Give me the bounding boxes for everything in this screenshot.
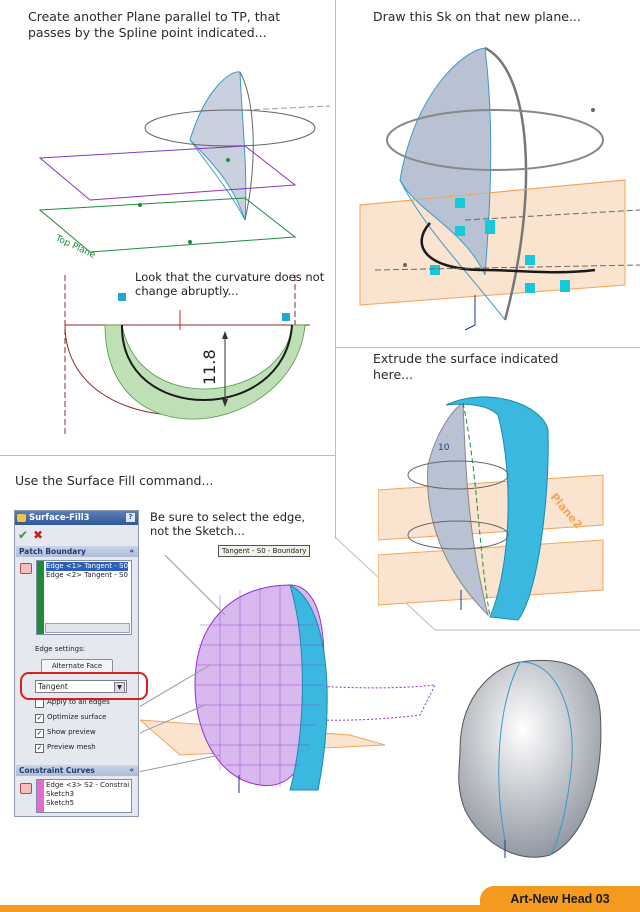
curvature-note: Look that the curvature does not change …	[135, 270, 325, 298]
list-scrollbar[interactable]	[45, 623, 130, 633]
step-plane-text: Create another Plane parallel to TP, tha…	[28, 9, 281, 40]
ok-check-icon[interactable]: ✔	[18, 528, 29, 542]
boundary-tag: Tangent - S0 - Boundary	[218, 545, 311, 557]
patch-boundary-header[interactable]: Patch Boundary «	[16, 546, 138, 557]
preview-mesh-checkbox[interactable]: ✓	[35, 744, 44, 753]
divider-right-bottom	[440, 629, 640, 631]
surface-fill-icon	[17, 514, 26, 522]
boundary-color-bar	[37, 561, 44, 634]
optimize-checkbox[interactable]: ✓	[35, 714, 44, 723]
optimize-label: Optimize surface	[47, 713, 107, 721]
footer-title: Art-New Head 03	[480, 886, 640, 912]
curvature-illustration: 11.8	[64, 275, 310, 435]
collapse-chevron-icon[interactable]: «	[129, 766, 134, 774]
dropdown-arrow-icon[interactable]: ▼	[114, 682, 125, 693]
cancel-x-icon[interactable]: ✖	[33, 528, 44, 542]
alternate-face-button[interactable]: Alternate Face	[41, 659, 113, 673]
edge-settings-label: Edge settings:	[35, 645, 86, 653]
sketch-illustration	[359, 46, 640, 331]
footer-bar	[0, 905, 640, 912]
collapse-chevron-icon[interactable]: «	[129, 547, 134, 555]
condition-dropdown[interactable]: Tangent ▼	[35, 680, 127, 693]
pm-title: Surface-Fill3	[29, 513, 90, 523]
boundary-item[interactable]: Edge <1> Tangent - S0	[46, 562, 128, 571]
divider-vertical-top	[335, 0, 336, 538]
apply-all-checkbox[interactable]	[35, 699, 44, 708]
boundary-list[interactable]: Edge <1> Tangent - S0 Edge <2> Tangent -…	[36, 560, 132, 635]
step-fill-text: Use the Surface Fill command...	[15, 473, 214, 488]
preview-mesh-label: Preview mesh	[47, 743, 96, 751]
constraint-color-bar	[37, 780, 44, 812]
divider-left-middle	[0, 455, 335, 456]
divider-slant	[335, 538, 336, 539]
boundary-selection-icon	[20, 563, 32, 574]
condition-value: Tangent	[38, 682, 68, 691]
edge-note: Be sure to select the edge, not the Sket…	[150, 510, 306, 538]
show-preview-checkbox[interactable]: ✓	[35, 729, 44, 738]
final-head-shape	[458, 659, 602, 858]
boundary-item[interactable]: Edge <2> Tangent - S0	[46, 571, 128, 579]
apply-all-label: Apply to all edges	[47, 698, 110, 706]
constraint-curves-header[interactable]: Constraint Curves «	[16, 765, 138, 776]
patch-boundary-label: Patch Boundary	[19, 547, 86, 556]
constraint-item[interactable]: Edge <3> S2 - Constrai	[46, 781, 130, 789]
step-extrude-text: Extrude the surface indicated here...	[373, 351, 559, 382]
help-button[interactable]: ?	[126, 513, 135, 522]
constraint-item[interactable]: Sketch5	[46, 799, 75, 807]
step-sketch-text: Draw this Sk on that new plane...	[373, 9, 581, 24]
show-preview-label: Show preview	[47, 728, 96, 736]
pm-title-bar: Surface-Fill3 ?	[15, 511, 138, 525]
fill-illustration	[140, 555, 436, 793]
tp-plane-label: Top Plane	[53, 233, 97, 260]
extrude-illustration: Plane2 10	[378, 396, 604, 621]
constraint-item[interactable]: Sketch3	[46, 790, 75, 798]
tangent-highlight-ellipse	[20, 672, 148, 700]
surface-fill-property-manager: Surface-Fill3 ? ✔ ✖ Patch Boundary « Edg…	[14, 510, 139, 817]
dim-10-label: 10	[438, 443, 450, 453]
dimension-value: 11.8	[200, 349, 219, 385]
constraint-curves-label: Constraint Curves	[19, 766, 95, 775]
constraint-selection-icon	[20, 783, 32, 794]
constraint-list[interactable]: Edge <3> S2 - Constrai Sketch3 Sketch5	[36, 779, 132, 813]
plane-illustration: Top Plane	[38, 71, 330, 260]
divider-right-middle	[335, 347, 640, 348]
